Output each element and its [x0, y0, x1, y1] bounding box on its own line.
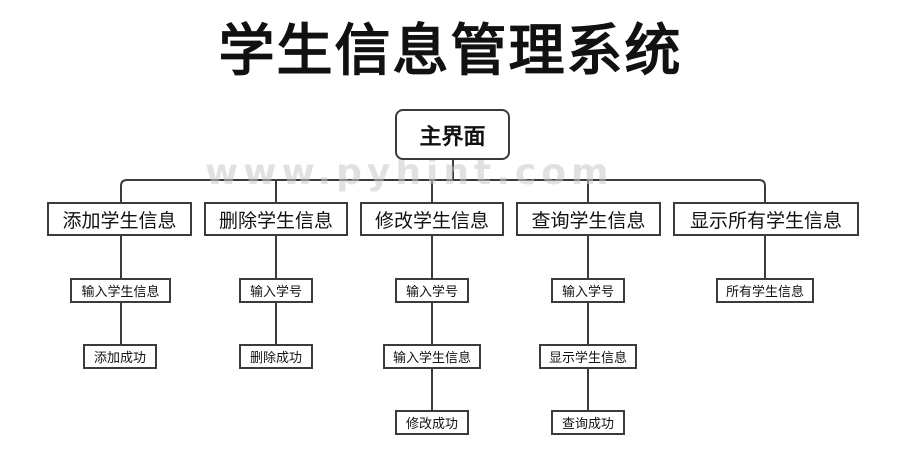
- node-input-student-id: 输入学号: [239, 278, 313, 303]
- node-delete-student: 删除学生信息: [204, 202, 348, 236]
- node-input-student-id: 输入学号: [551, 278, 625, 303]
- diagram-title: 学生信息管理系统: [218, 19, 683, 84]
- node-input-student-info: 输入学生信息: [383, 344, 481, 369]
- node-main-screen: 主界面: [395, 109, 510, 160]
- node-input-student-info: 输入学生信息: [70, 278, 171, 303]
- node-show-student-info: 显示学生信息: [539, 344, 637, 369]
- node-modify-success: 修改成功: [395, 410, 469, 435]
- node-delete-success: 删除成功: [239, 344, 313, 369]
- node-query-student: 查询学生信息: [516, 202, 661, 236]
- node-add-student: 添加学生信息: [47, 202, 192, 236]
- node-query-success: 查询成功: [551, 410, 625, 435]
- node-input-student-id: 输入学号: [395, 278, 469, 303]
- node-modify-student: 修改学生信息: [360, 202, 504, 236]
- node-add-success: 添加成功: [83, 344, 157, 369]
- node-show-all-students: 显示所有学生信息: [673, 202, 859, 236]
- node-all-student-info: 所有学生信息: [716, 278, 814, 303]
